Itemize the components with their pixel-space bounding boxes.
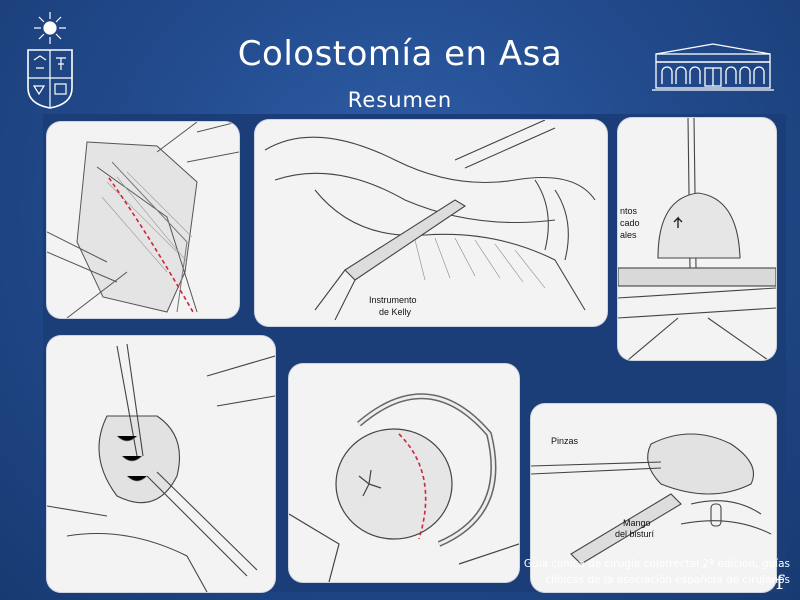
kelly-label-line1: Instrumento (369, 295, 417, 305)
panel-stoma-rod (289, 364, 519, 582)
university-seal-icon (27, 12, 73, 109)
mango-label-line2: del bisturí (615, 529, 655, 539)
building-facade-icon (652, 43, 774, 91)
panel-kelly-instrument: Instrumento de Kelly (255, 120, 607, 326)
source-caption: Guía clínica de cirugía colorrectal 2ª e… (500, 556, 790, 588)
panel-incision (47, 122, 239, 318)
kelly-label-line2: de Kelly (379, 307, 412, 317)
mango-label-line1: Mango (623, 518, 651, 528)
side-label-1: ntos (620, 206, 638, 216)
illustration-collage: Instrumento de Kelly ntos cado ales (43, 114, 786, 592)
caption-line-1: Guía clínica de cirugía colorrectal 2ª e… (523, 558, 790, 570)
panel-forceps-loop (47, 336, 275, 592)
slide-subtitle: Resumen (347, 88, 453, 112)
slide-title: Colostomía en Asa (237, 34, 563, 74)
side-label-2: cado (620, 218, 640, 228)
panel-scalpel-opening: Pinzas Mango del bisturí (531, 404, 776, 592)
pinzas-label: Pinzas (551, 436, 579, 446)
page-mark: f (776, 570, 784, 594)
side-label-3: ales (620, 230, 637, 240)
panel-loop-rod: ntos cado ales (618, 118, 776, 360)
caption-line-2: clínicas de la asociación española de ci… (545, 574, 790, 586)
